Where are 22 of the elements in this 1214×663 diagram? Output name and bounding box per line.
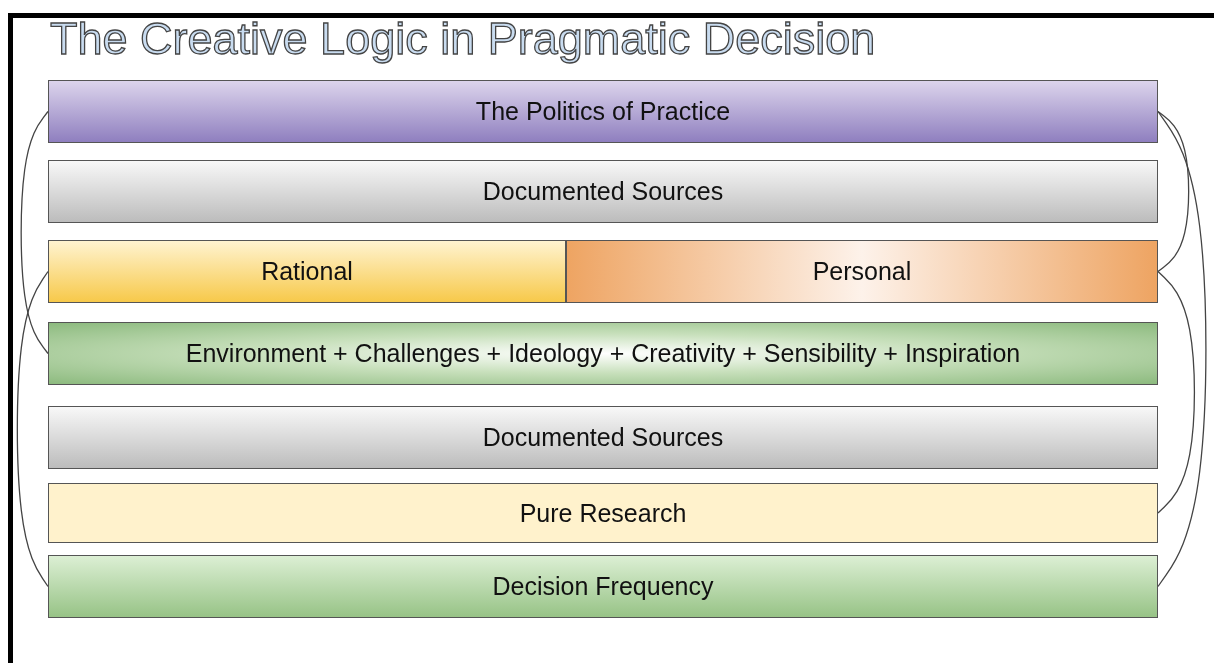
title: The Creative Logic in Pragmatic Decision	[50, 16, 876, 62]
category-bar	[48, 483, 1158, 543]
connector-curve	[20, 110, 49, 355]
category-bar	[48, 322, 1158, 385]
bar-label: Documented Sources	[482, 177, 724, 206]
category-bar	[48, 240, 566, 303]
category-bar	[48, 160, 1158, 223]
bar-label: Decision Frequency	[492, 572, 714, 601]
connector-curve	[1157, 110, 1190, 273]
connector-curve	[1157, 110, 1207, 588]
bar-label: Documented Sources	[482, 423, 724, 452]
bar-label: Personal	[812, 257, 912, 286]
category-bar	[48, 406, 1158, 469]
category-bar	[48, 555, 1158, 618]
bar-label: Pure Research	[519, 498, 687, 528]
category-bar	[48, 80, 1158, 143]
category-bar	[566, 240, 1158, 303]
bar-label: Rational	[261, 257, 353, 286]
bar-label: The Politics of Practice	[475, 97, 731, 126]
connector-curve	[1157, 270, 1196, 514]
bar-label: Environment + Challenges + Ideology + Creativity + Sensibility + Inspiration	[185, 339, 1021, 368]
connector-curve	[16, 270, 49, 588]
